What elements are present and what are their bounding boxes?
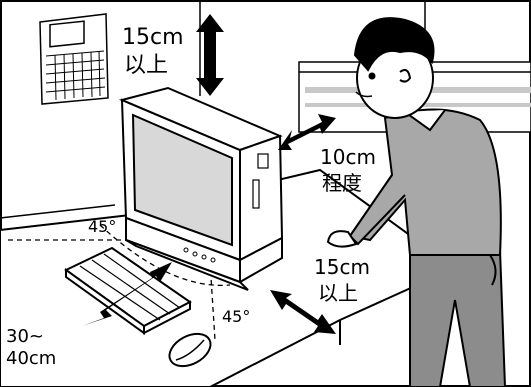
keyboard-icon <box>64 246 192 335</box>
calendar-icon <box>39 13 109 105</box>
clearance-front-qualifier: 以上 <box>318 281 358 305</box>
monitor-icon <box>118 86 284 291</box>
clearance-top-qualifier: 以上 <box>124 53 168 78</box>
clearance-side-qualifier: 程度 <box>322 171 362 195</box>
mouse-icon <box>168 332 212 368</box>
angle-right-label: 45° <box>222 307 250 326</box>
double-arrow-icon <box>82 14 336 334</box>
keyboard-distance-line2: 40cm <box>6 348 56 369</box>
clearance-front-value: 15cm <box>314 255 370 279</box>
keyboard-distance-line1: 30~ <box>6 326 44 347</box>
angle-left-label: 45° <box>88 217 116 236</box>
person-icon <box>326 17 507 387</box>
clearance-side-value: 10cm <box>320 145 376 169</box>
clearance-top-value: 15cm <box>122 25 184 50</box>
labels: 15cm 以上 10cm 程度 15cm 以上 45° 45° 30~ 40cm <box>6 25 376 369</box>
